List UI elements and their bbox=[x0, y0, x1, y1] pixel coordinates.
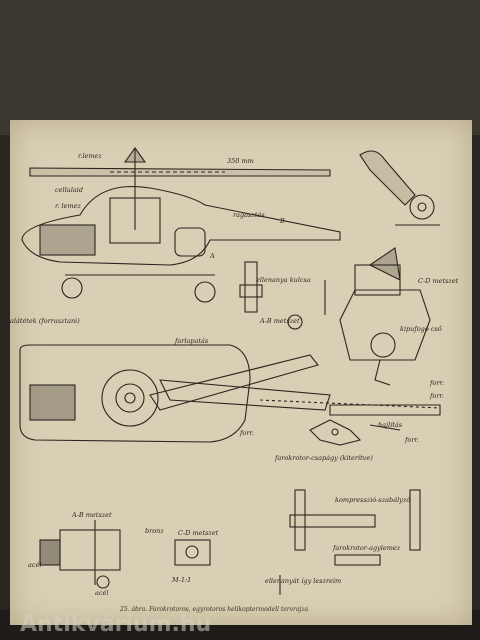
label-hajlitas: hajlítás bbox=[378, 421, 403, 429]
label-bronz: bronz bbox=[145, 527, 164, 535]
label-b-top: B bbox=[280, 217, 285, 225]
fuselage bbox=[21, 185, 341, 303]
tail-rotor-detail bbox=[359, 150, 440, 226]
label-acel-2: acél bbox=[95, 589, 109, 597]
label-cd-metszet: C-D metszet bbox=[178, 529, 219, 537]
figure-caption: 25. ábra. Farokrotoros, egyrotoros helik… bbox=[120, 606, 309, 613]
label-acel-1: acél bbox=[28, 561, 42, 569]
label-r-lemez-top: r.lemez bbox=[78, 152, 102, 160]
label-forr-2: forr. bbox=[430, 392, 444, 400]
label-farokrotor-agy: farokrotor-agylemez bbox=[333, 544, 401, 552]
label-forr-3: forr. bbox=[240, 429, 254, 437]
label-farokrotor-csapagy: farokrotor-csapágy (kiterítve) bbox=[275, 454, 373, 462]
watermark: Antikvárium.hu bbox=[20, 612, 212, 637]
label-ab-metszet-small: A-B metszet bbox=[260, 317, 300, 325]
label-dimension-350: 350 mm bbox=[227, 157, 254, 165]
engine-housing bbox=[339, 247, 431, 386]
main-rotor bbox=[29, 147, 331, 230]
background-top bbox=[0, 0, 480, 135]
label-scale: M-1:1 bbox=[172, 576, 192, 584]
label-farlapatos: farlapatás bbox=[175, 337, 209, 345]
section-details bbox=[39, 489, 421, 595]
label-a-top: A bbox=[210, 252, 215, 260]
label-alatetek: alátétek (forrasztani) bbox=[10, 317, 80, 325]
label-ragasztas: ragasztás bbox=[233, 211, 265, 219]
label-ellenanya-kulcsa: ellenanya kulcsa bbox=[256, 276, 311, 284]
tail-bearing bbox=[309, 419, 401, 446]
plan-view bbox=[19, 344, 441, 443]
label-cellulaid: cellulaid bbox=[55, 186, 84, 194]
label-cd-metszet-top: C-D metszet bbox=[418, 277, 459, 285]
lock-nut-key bbox=[239, 261, 326, 330]
label-r-lemez: r. lemez bbox=[55, 202, 81, 210]
label-forr-4: forr. bbox=[405, 436, 419, 444]
label-kipufogo-cso: kipufogó cső bbox=[400, 325, 442, 333]
label-kompresszio: kompresszió-szabályzó bbox=[335, 496, 411, 504]
label-forr-1: forr. bbox=[430, 379, 444, 387]
label-ellenanyat: ellenanyát így leszreim bbox=[265, 577, 342, 585]
label-ab-metszet: A-B metszet bbox=[72, 511, 112, 519]
